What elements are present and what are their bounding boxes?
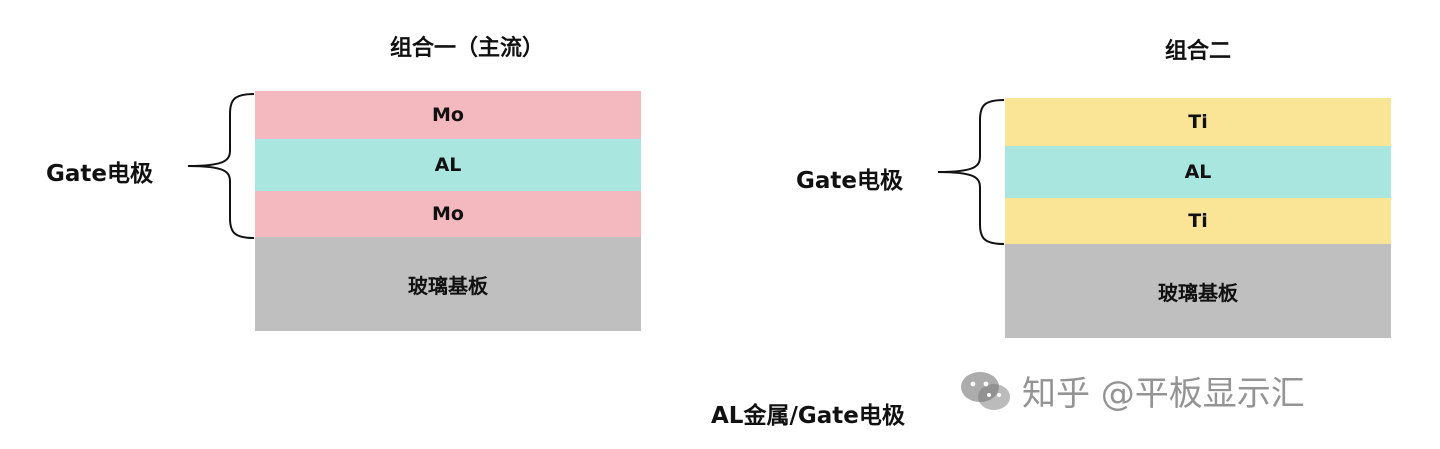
left-brace-icon — [187, 93, 255, 239]
right-title: 组合二 — [1165, 39, 1232, 64]
right-gate-label: Gate电极 — [796, 168, 903, 194]
left-layer-glass-substrate: 玻璃基板 — [255, 237, 641, 331]
wechat-icon — [961, 371, 1010, 410]
left-title: 组合一（主流） — [390, 36, 545, 61]
left-layer-mo-top: Mo — [255, 91, 641, 139]
left-gate-label: Gate电极 — [46, 161, 153, 187]
figure-caption: AL金属/Gate电极 — [711, 403, 905, 429]
left-layer-mo-bottom: Mo — [255, 191, 641, 237]
right-brace-icon — [937, 99, 1005, 245]
watermark: 知乎 @平板显示汇 — [958, 366, 1305, 415]
right-layer-glass-substrate: 玻璃基板 — [1005, 244, 1391, 338]
right-layer-ti-top: Ti — [1005, 98, 1391, 146]
left-layer-stack: Mo AL Mo 玻璃基板 — [255, 91, 641, 331]
left-layer-al: AL — [255, 139, 641, 191]
right-layer-stack: Ti AL Ti 玻璃基板 — [1005, 98, 1391, 338]
right-layer-ti-bottom: Ti — [1005, 198, 1391, 244]
right-layer-al: AL — [1005, 146, 1391, 198]
watermark-text: 知乎 @平板显示汇 — [1022, 374, 1305, 414]
